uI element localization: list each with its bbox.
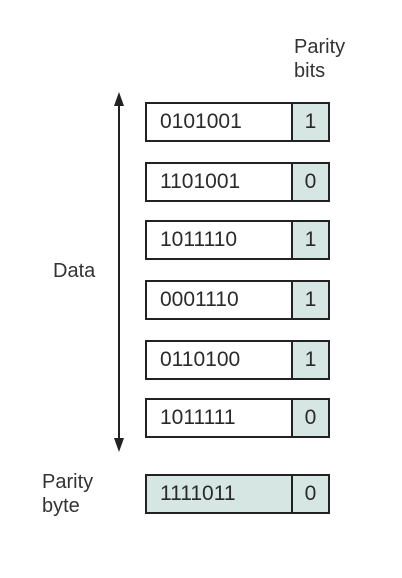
parity-bits-label-line1: Parity <box>294 36 346 58</box>
parity-bit-cell: 1 <box>291 340 330 380</box>
parity-byte-label-line1: Parity <box>42 471 94 493</box>
data-bits-cell: 1011110 <box>145 220 301 260</box>
data-range-arrow <box>114 92 124 452</box>
parity-bit-cell: 1 <box>291 280 330 320</box>
parity-bits-label-line2: bits <box>294 60 326 82</box>
parity-byte-label-line2: byte <box>42 495 80 517</box>
parity-bits-label: Parity bits <box>294 35 345 83</box>
data-bits-cell: 0101001 <box>145 102 301 142</box>
data-bits-cell: 1101001 <box>145 162 301 202</box>
data-bits-cell: 0001110 <box>145 280 301 320</box>
parity-bit-cell: 0 <box>291 162 330 202</box>
parity-bit-cell: 1 <box>291 220 330 260</box>
data-bits-cell: 1011111 <box>145 398 301 438</box>
parity-bit-cell: 0 <box>291 398 330 438</box>
data-bits-cell: 0110100 <box>145 340 301 380</box>
data-label: Data <box>53 260 96 282</box>
parity-byte-label: Parity byte <box>42 470 93 518</box>
parity-byte-parity-cell: 0 <box>291 474 330 514</box>
parity-byte-bits-cell: 1111011 <box>145 474 301 514</box>
parity-bit-cell: 1 <box>291 102 330 142</box>
